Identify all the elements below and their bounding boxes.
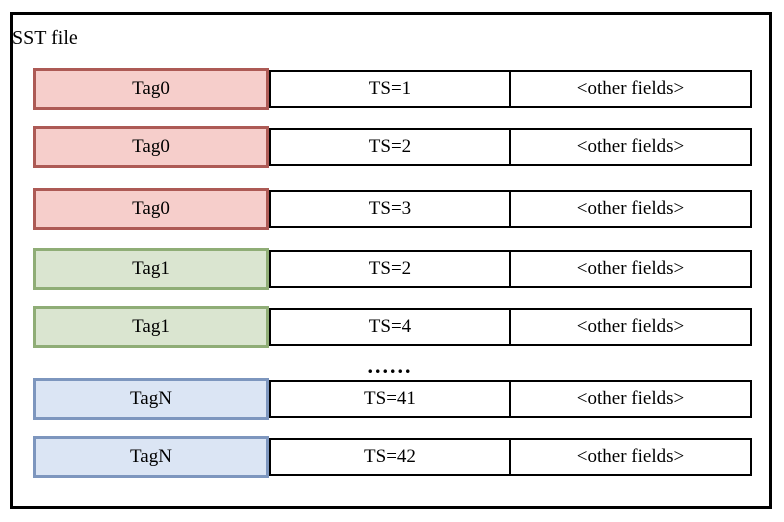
other-fields-label: <other fields> xyxy=(576,198,685,219)
ts-cell: TS=3 xyxy=(271,192,511,226)
ts-cell: TS=2 xyxy=(271,130,511,164)
record-fields: TS=2 <other fields> xyxy=(269,250,752,288)
other-fields-cell: <other fields> xyxy=(511,252,750,286)
tag-cell: Tag0 xyxy=(33,188,269,230)
tag-label: TagN xyxy=(130,446,172,467)
tag-cell: Tag0 xyxy=(33,126,269,168)
tag-label: Tag1 xyxy=(132,258,170,279)
other-fields-label: <other fields> xyxy=(576,78,685,99)
tag-cell: Tag0 xyxy=(33,68,269,110)
tag-label: Tag0 xyxy=(132,136,170,157)
ellipsis-separator: ...... xyxy=(367,353,413,378)
tag-cell: TagN xyxy=(33,378,269,420)
other-fields-cell: <other fields> xyxy=(511,130,750,164)
ts-label: TS=41 xyxy=(364,388,416,409)
record-row: Tag1 TS=4 <other fields> xyxy=(13,306,769,348)
tag-label: Tag0 xyxy=(132,198,170,219)
tag-label: Tag1 xyxy=(132,316,170,337)
tag-label: Tag0 xyxy=(132,78,170,99)
record-fields: TS=41 <other fields> xyxy=(269,380,752,418)
record-fields: TS=2 <other fields> xyxy=(269,128,752,166)
ts-label: TS=2 xyxy=(368,136,412,157)
ts-cell: TS=41 xyxy=(271,382,511,416)
record-row: TagN TS=41 <other fields> xyxy=(13,378,769,420)
ts-label: TS=42 xyxy=(364,446,416,467)
record-row: Tag0 TS=2 <other fields> xyxy=(13,126,769,168)
record-row: TagN TS=42 <other fields> xyxy=(13,436,769,478)
record-fields: TS=42 <other fields> xyxy=(269,438,752,476)
other-fields-cell: <other fields> xyxy=(511,72,750,106)
ts-cell: TS=42 xyxy=(271,440,511,474)
record-row: Tag0 TS=3 <other fields> xyxy=(13,188,769,230)
tag-cell: TagN xyxy=(33,436,269,478)
other-fields-label: <other fields> xyxy=(576,388,685,409)
tag-label: TagN xyxy=(130,388,172,409)
record-fields: TS=3 <other fields> xyxy=(269,190,752,228)
other-fields-cell: <other fields> xyxy=(511,382,750,416)
other-fields-label: <other fields> xyxy=(576,446,685,467)
record-row: Tag0 TS=1 <other fields> xyxy=(13,68,769,110)
ts-label: TS=1 xyxy=(368,78,412,99)
ts-cell: TS=2 xyxy=(271,252,511,286)
ts-label: TS=4 xyxy=(368,316,412,337)
ts-label: TS=2 xyxy=(368,258,412,279)
record-fields: TS=4 <other fields> xyxy=(269,308,752,346)
tag-cell: Tag1 xyxy=(33,306,269,348)
ts-cell: TS=4 xyxy=(271,310,511,344)
record-fields: TS=1 <other fields> xyxy=(269,70,752,108)
other-fields-label: <other fields> xyxy=(576,258,685,279)
other-fields-cell: <other fields> xyxy=(511,440,750,474)
ts-label: TS=3 xyxy=(368,198,412,219)
other-fields-label: <other fields> xyxy=(576,316,685,337)
ts-cell: TS=1 xyxy=(271,72,511,106)
sst-file-frame: SST file Tag0 TS=1 <other fields> Tag0 T… xyxy=(10,12,772,509)
record-row: Tag1 TS=2 <other fields> xyxy=(13,248,769,290)
diagram-title: SST file xyxy=(12,27,78,49)
other-fields-cell: <other fields> xyxy=(511,192,750,226)
other-fields-label: <other fields> xyxy=(576,136,685,157)
other-fields-cell: <other fields> xyxy=(511,310,750,344)
tag-cell: Tag1 xyxy=(33,248,269,290)
